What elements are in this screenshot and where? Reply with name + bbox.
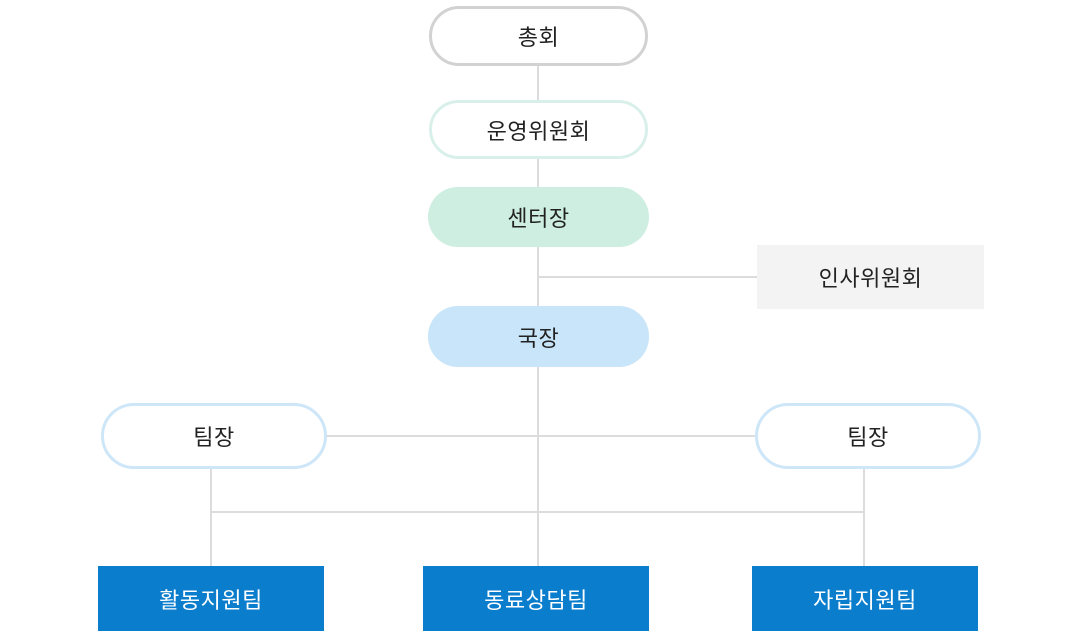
connector-teamleads <box>327 435 755 437</box>
node-independence-support-team: 자립지원팀 <box>752 566 978 631</box>
node-general-assembly: 총회 <box>429 6 648 66</box>
node-label: 센터장 <box>507 207 570 232</box>
connector-team-bus <box>210 511 865 513</box>
node-team-leader-right: 팀장 <box>755 403 981 469</box>
node-label: 인사위원회 <box>818 267 923 292</box>
node-label: 국장 <box>517 326 560 352</box>
node-team-leader-left: 팀장 <box>101 403 327 469</box>
node-personnel-committee: 인사위원회 <box>757 245 984 309</box>
connector-personnel <box>537 276 757 278</box>
node-peer-counseling-team: 동료상담팀 <box>423 566 649 631</box>
node-label: 동료상담팀 <box>484 588 588 614</box>
node-secretary-general: 국장 <box>428 306 649 367</box>
node-label: 활동지원팀 <box>159 588 263 614</box>
node-center-director: 센터장 <box>428 187 649 247</box>
node-label: 운영위원회 <box>486 119 591 145</box>
node-label: 팀장 <box>193 426 235 451</box>
node-label: 팀장 <box>847 426 889 451</box>
node-operating-committee: 운영위원회 <box>429 100 648 159</box>
connector-left-drop <box>210 469 212 566</box>
connector-right-drop <box>863 469 865 566</box>
node-activity-support-team: 활동지원팀 <box>98 566 324 631</box>
node-label: 총회 <box>517 26 560 51</box>
node-label: 자립지원팀 <box>813 588 917 614</box>
